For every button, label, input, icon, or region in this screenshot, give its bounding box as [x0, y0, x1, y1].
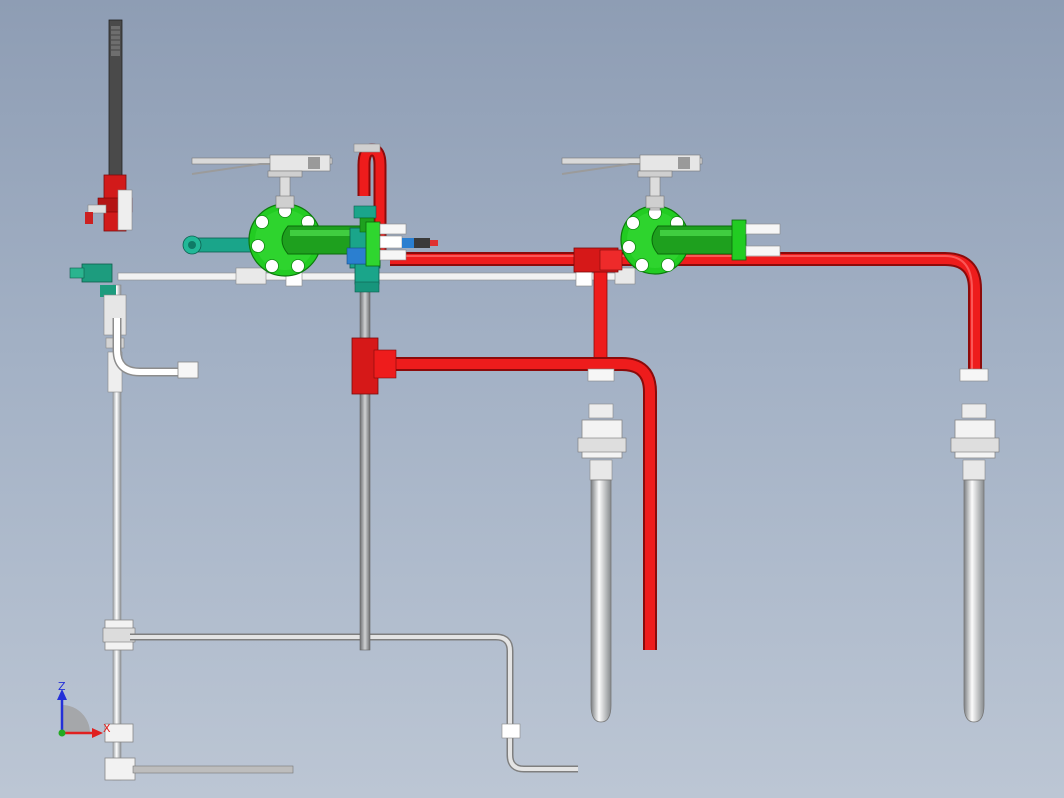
left-drop-assembly: [577, 403, 627, 723]
left-j-pipe: [112, 318, 199, 379]
central-junction-fittings: [346, 205, 438, 293]
left-teal-fitting: [69, 263, 116, 297]
left-red-valve: [85, 174, 133, 232]
z-axis-label: Z: [58, 680, 66, 693]
x-axis-label: X: [103, 722, 111, 735]
central-grey-pipe: [359, 279, 371, 651]
axis-triad: Z X: [57, 680, 111, 738]
triad-quadrant: [62, 705, 90, 733]
y-axis-origin: [58, 729, 66, 737]
right-green-valve: [561, 154, 781, 275]
right-drop-assembly: [950, 403, 1000, 723]
z-axis-arrowhead: [57, 689, 67, 700]
left-green-valve: [182, 154, 363, 277]
pipe-clamps: [587, 368, 989, 382]
x-axis-arrowhead: [92, 728, 103, 738]
lower-grey-line: [130, 633, 578, 774]
red-process-lines: [351, 143, 982, 650]
valve-handle-rod: [108, 19, 123, 181]
